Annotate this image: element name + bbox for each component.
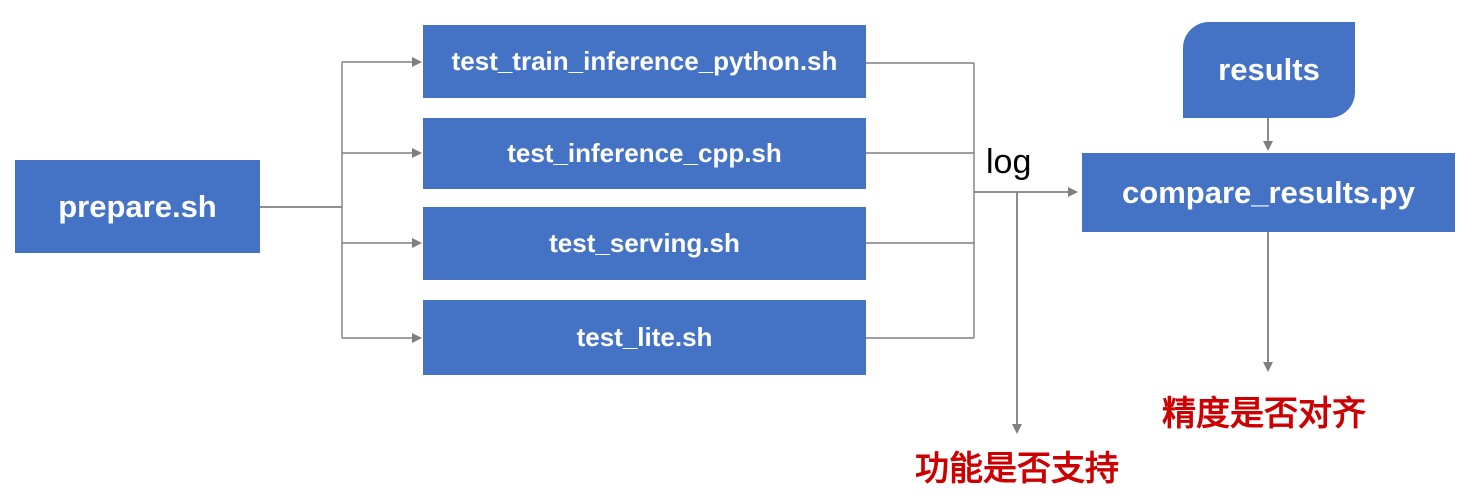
node-compare-results-py: compare_results.py (1082, 153, 1455, 232)
node-test-inference-cpp-label: test_inference_cpp.sh (507, 138, 782, 168)
node-test-serving: test_serving.sh (423, 207, 866, 280)
node-prepare-sh: prepare.sh (15, 160, 260, 253)
node-results-label: results (1218, 52, 1320, 87)
node-prepare-sh-label: prepare.sh (58, 188, 217, 224)
node-test-lite-label: test_lite.sh (576, 322, 713, 352)
node-test-lite: test_lite.sh (423, 300, 866, 375)
node-test-train-inference-python-label: test_train_inference_python.sh (451, 46, 838, 76)
annotation-function-support: 功能是否支持 (915, 450, 1119, 488)
node-test-inference-cpp: test_inference_cpp.sh (423, 118, 866, 189)
node-test-serving-label: test_serving.sh (549, 228, 740, 258)
node-results: results (1183, 22, 1355, 118)
annotation-precision-aligned: 精度是否对齐 (1162, 395, 1366, 433)
edge-label-log: log (986, 143, 1032, 181)
node-test-train-inference-python: test_train_inference_python.sh (423, 25, 866, 98)
node-compare-results-py-label: compare_results.py (1122, 174, 1415, 210)
